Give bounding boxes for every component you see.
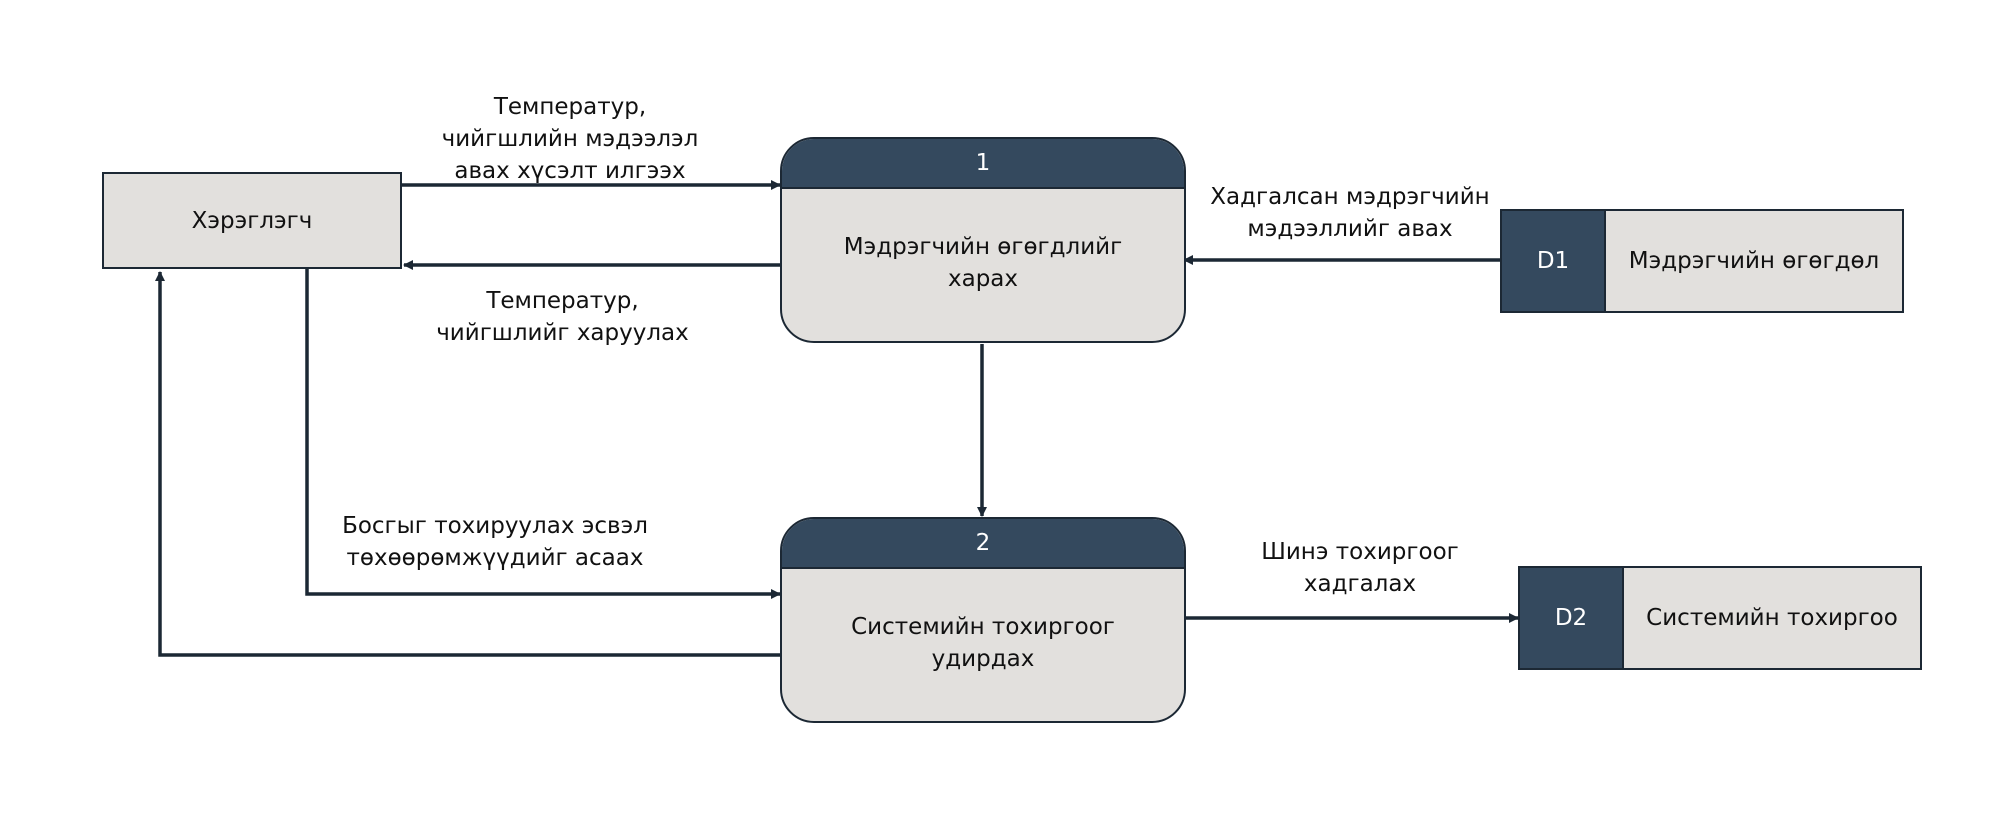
flow-label-line: чийгшлийн мэдээлэл: [441, 126, 699, 152]
process-2-title-line: Системийн тохиргоог: [851, 614, 1115, 640]
data-store-d2-id: D2: [1520, 568, 1624, 668]
process-1-title-line: Мэдрэгчийн өгөгдлийг: [843, 234, 1123, 260]
data-store-d1-name: Мэдрэгчийн өгөгдөл: [1628, 248, 1880, 274]
flow-label-line: Температур,: [493, 94, 647, 120]
process-2-title-line: удирдах: [931, 646, 1035, 672]
flow-label-save: Шинэ тохиргоог хадгалах: [1240, 536, 1480, 600]
flow-arrow-return: [155, 271, 780, 657]
process-1-title-line: харах: [947, 266, 1018, 292]
data-store-d2-name: Системийн тохиргоо: [1646, 605, 1898, 631]
process-2-title: Системийн тохиргоог удирдах: [782, 569, 1184, 721]
flow-label-threshold: Босгыг тохируулах эсвэл төхөөрөмжүүдийг …: [330, 510, 660, 574]
process-1-title: Мэдрэгчийн өгөгдлийг харах: [782, 189, 1184, 341]
flow-label-line: мэдээллийг авах: [1247, 216, 1453, 242]
flow-label-line: чийгшлийг харуулах: [436, 320, 689, 346]
flow-label-line: авах хүсэлт илгээх: [454, 158, 686, 184]
flow-label-line: хадгалах: [1303, 571, 1417, 597]
flow-label-line: Хадгалсан мэдрэгчийн: [1210, 184, 1490, 210]
flow-label-line: Босгыг тохируулах эсвэл: [342, 513, 648, 539]
external-entity-user: Хэрэглэгч: [102, 172, 402, 269]
flow-label-retrieve: Хадгалсан мэдрэгчийн мэдээллийг авах: [1200, 181, 1500, 245]
data-store-d1-id: D1: [1502, 211, 1606, 311]
flow-label-request: Температур, чийгшлийн мэдээлэл авах хүсэ…: [430, 91, 710, 187]
data-store-d2: D2 Системийн тохиргоо: [1518, 566, 1922, 670]
flow-label-line: Шинэ тохиргоог: [1261, 539, 1459, 565]
flow-label-display: Температур, чийгшлийг харуулах: [420, 285, 705, 349]
entity-label: Хэрэглэгч: [191, 207, 313, 234]
process-2: 2 Системийн тохиргоог удирдах: [780, 517, 1186, 723]
process-1-number: 1: [782, 139, 1184, 189]
flow-arrow-threshold: [305, 269, 781, 599]
data-store-d1: D1 Мэдрэгчийн өгөгдөл: [1500, 209, 1904, 313]
flow-label-line: төхөөрөмжүүдийг асаах: [346, 545, 644, 571]
process-2-number: 2: [782, 519, 1184, 569]
process-1: 1 Мэдрэгчийн өгөгдлийг харах: [780, 137, 1186, 343]
flow-label-line: Температур,: [486, 288, 639, 314]
